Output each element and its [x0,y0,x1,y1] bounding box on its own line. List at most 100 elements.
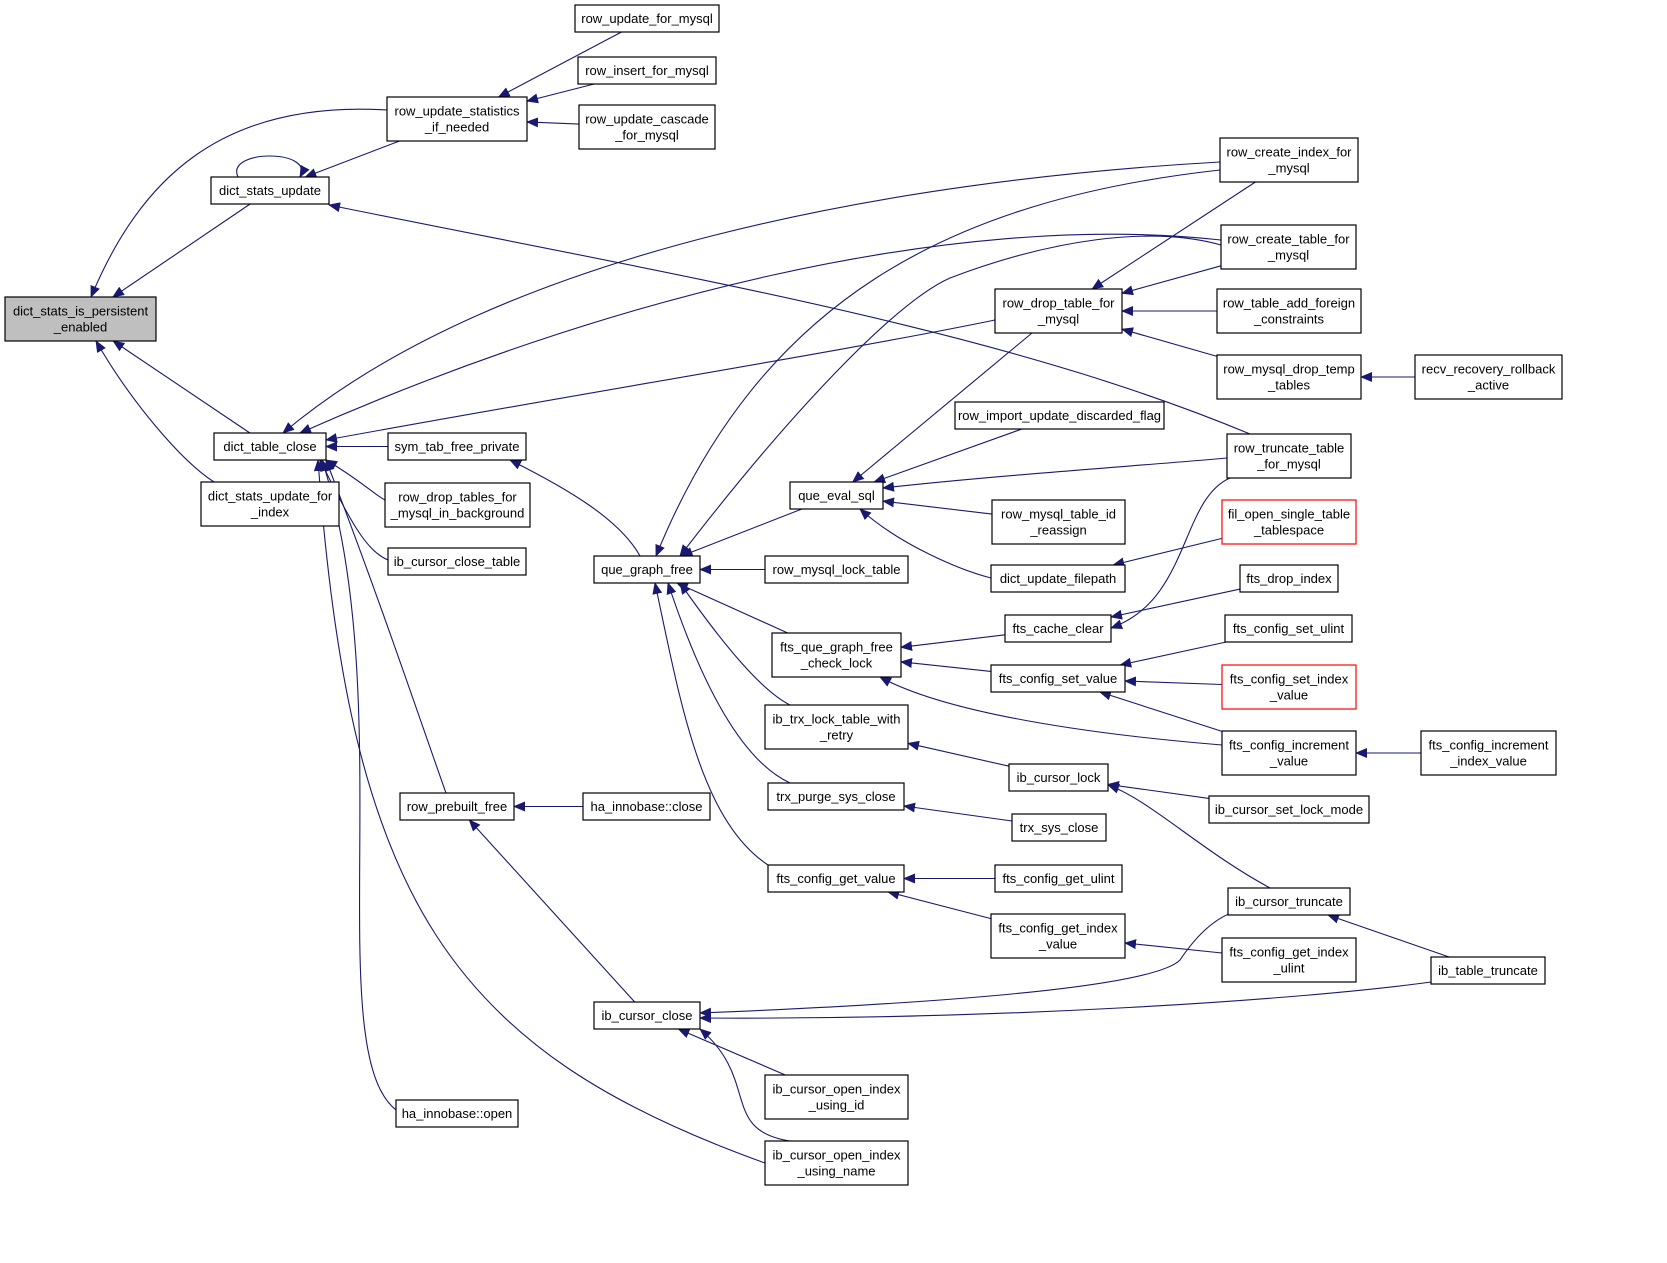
node-box[interactable] [1220,224,1357,270]
node-dsu[interactable]: dict_stats_update [210,176,330,205]
node-icct[interactable]: ib_cursor_close_table [387,547,527,576]
node-fosts[interactable]: fil_open_single_table_tablespace [1221,499,1357,545]
node-box[interactable] [771,632,902,678]
node-box[interactable] [1227,887,1351,916]
node-fcc[interactable]: fts_cache_clear [1004,614,1112,643]
node-fcgv[interactable]: fts_config_get_value [767,864,905,893]
node-box[interactable] [1219,137,1359,183]
node-box[interactable] [1224,614,1353,643]
node-rctfm[interactable]: row_create_table_for_mysql [1220,224,1357,270]
node-fciv[interactable]: fts_config_increment_value [1221,730,1357,776]
node-rifm[interactable]: row_insert_for_mysql [577,56,717,85]
node-box[interactable] [764,1140,909,1186]
node-box[interactable] [213,432,327,461]
node-fciiv[interactable]: fts_config_increment_index_value [1420,730,1557,776]
node-box[interactable] [994,288,1123,334]
node-box[interactable] [210,176,330,205]
node-icoiun[interactable]: ib_cursor_open_index_using_name [764,1140,909,1186]
node-box[interactable] [1216,288,1362,334]
node-box[interactable] [1221,664,1357,710]
node-rpf[interactable]: row_prebuilt_free [399,792,515,821]
node-box[interactable] [1011,813,1107,842]
node-hic[interactable]: ha_innobase::close [582,792,711,821]
node-box[interactable] [767,864,905,893]
node-riudf[interactable]: row_import_update_discarded_flag [954,401,1165,430]
node-icslm[interactable]: ib_cursor_set_lock_mode [1208,795,1370,824]
node-rrra[interactable]: recv_recovery_rollback_active [1414,354,1563,400]
node-box[interactable] [4,296,157,342]
node-box[interactable] [577,56,717,85]
node-stfp[interactable]: sym_tab_free_private [387,432,527,461]
node-dtc[interactable]: dict_table_close [213,432,327,461]
node-fcsv[interactable]: fts_config_set_value [990,664,1126,693]
node-icl[interactable]: ib_cursor_lock [1008,763,1109,792]
node-fqgfcl[interactable]: fts_que_graph_free_check_lock [771,632,902,678]
node-hio[interactable]: ha_innobase::open [395,1099,519,1128]
node-box[interactable] [395,1099,519,1128]
node-tpsc[interactable]: trx_purge_sys_close [767,782,905,811]
node-box[interactable] [954,401,1165,430]
node-box[interactable] [789,481,884,510]
node-duf[interactable]: dict_update_filepath [990,564,1126,593]
node-box[interactable] [1221,730,1357,776]
node-box[interactable] [767,782,905,811]
node-box[interactable] [994,864,1123,893]
node-box[interactable] [764,1074,909,1120]
node-box[interactable] [991,499,1126,545]
node-box[interactable] [990,913,1126,959]
node-rusin[interactable]: row_update_statistics_if_needed [386,96,528,142]
node-box[interactable] [387,547,527,576]
node-box[interactable] [1420,730,1557,776]
node-rcifm[interactable]: row_create_index_for_mysql [1219,137,1359,183]
node-fcsiv[interactable]: fts_config_set_index_value [1221,664,1357,710]
node-box[interactable] [1221,937,1357,983]
node-fcgiu[interactable]: fts_config_get_index_ulint [1221,937,1357,983]
node-box[interactable] [1221,499,1357,545]
node-dspe[interactable]: dict_stats_is_persistent_enabled [4,296,157,342]
node-rufm[interactable]: row_update_for_mysql [574,4,720,33]
node-box[interactable] [574,4,720,33]
node-box[interactable] [990,664,1126,693]
node-ict[interactable]: ib_cursor_truncate [1227,887,1351,916]
node-box[interactable] [1239,564,1339,593]
node-fcgu[interactable]: fts_config_get_ulint [994,864,1123,893]
node-box[interactable] [1216,354,1362,400]
node-fcsu[interactable]: fts_config_set_ulint [1224,614,1353,643]
node-box[interactable] [764,704,909,750]
node-box[interactable] [1004,614,1112,643]
node-icoiui[interactable]: ib_cursor_open_index_using_id [764,1074,909,1120]
node-itltwr[interactable]: ib_trx_lock_table_with_retry [764,704,909,750]
node-rucfm[interactable]: row_update_cascade_for_mysql [578,104,716,150]
node-box[interactable] [582,792,711,821]
node-itt[interactable]: ib_table_truncate [1430,956,1546,985]
node-box[interactable] [990,564,1126,593]
node-box[interactable] [384,482,531,528]
node-box[interactable] [200,481,340,527]
node-rtafc[interactable]: row_table_add_foreign_constraints [1216,288,1362,334]
node-qes[interactable]: que_eval_sql [789,481,884,510]
node-box[interactable] [1208,795,1370,824]
node-rttfm[interactable]: row_truncate_table_for_mysql [1226,433,1352,479]
node-rdtfmib[interactable]: row_drop_tables_for_mysql_in_background [384,482,531,528]
node-box[interactable] [1226,433,1352,479]
node-fdi[interactable]: fts_drop_index [1239,564,1339,593]
node-tsc[interactable]: trx_sys_close [1011,813,1107,842]
node-qgf[interactable]: que_graph_free [593,555,701,584]
node-box[interactable] [764,555,909,584]
node-rmdtt[interactable]: row_mysql_drop_temp_tables [1216,354,1362,400]
node-box[interactable] [399,792,515,821]
node-box[interactable] [386,96,528,142]
node-box[interactable] [593,555,701,584]
node-box[interactable] [593,1001,701,1030]
node-dsufi[interactable]: dict_stats_update_for_index [200,481,340,527]
node-rmlt[interactable]: row_mysql_lock_table [764,555,909,584]
node-fcgiv[interactable]: fts_config_get_index_value [990,913,1126,959]
node-box[interactable] [387,432,527,461]
node-box[interactable] [1430,956,1546,985]
node-box[interactable] [578,104,716,150]
node-box[interactable] [1008,763,1109,792]
node-icc[interactable]: ib_cursor_close [593,1001,701,1030]
node-rmtir[interactable]: row_mysql_table_id_reassign [991,499,1126,545]
node-box[interactable] [1414,354,1563,400]
node-rdtfm[interactable]: row_drop_table_for_mysql [994,288,1123,334]
